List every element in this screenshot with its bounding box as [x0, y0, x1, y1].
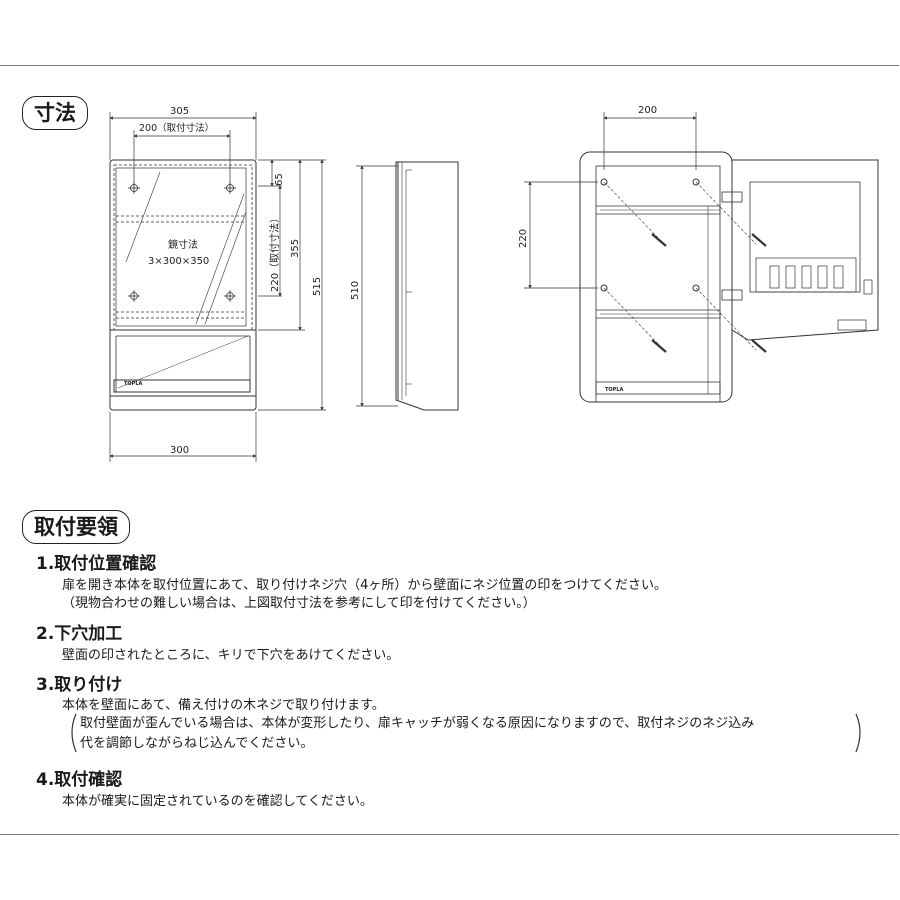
front-view-labels: 305 200（取付寸法） 鏡寸法 3×300×350 TOPLA 65 220…	[124, 106, 323, 456]
step-2-text-line-1: 壁面の印されたところに、キリで下穴をあけてください。	[62, 648, 400, 663]
dim-355-label: 355	[290, 239, 301, 258]
installation-section-title: 取付要領	[22, 510, 130, 544]
step-2-heading: 2.下穴加工	[36, 624, 123, 644]
step-3-note-line-2: 代を調節しながらねじ込んでください。	[80, 736, 314, 751]
step-3-note-line-1: 取付壁面が歪んでいる場合は、本体が変形したり、扉キャッチが弱くなる原因になります…	[80, 716, 755, 731]
dim-220-mount-label: 220（取付寸法）	[268, 213, 281, 292]
dim-305-label: 305	[170, 106, 189, 117]
technical-drawing: 305 200（取付寸法） 鏡寸法 3×300×350 TOPLA 65 220…	[109, 105, 879, 462]
dim-65-label: 65	[274, 173, 285, 186]
front-view	[109, 112, 326, 462]
step-4-text-line-1: 本体が確実に固定されているのを確認してください。	[62, 794, 373, 809]
open-view	[524, 112, 879, 403]
open-dim-200-label: 200	[638, 105, 657, 116]
brand-logo-open: TOPLA	[605, 387, 624, 393]
brand-logo-front: TOPLA	[124, 381, 143, 387]
dim-510-label: 510	[350, 281, 361, 300]
mirror-label: 鏡寸法	[168, 238, 198, 251]
mirror-size-label: 3×300×350	[148, 256, 209, 267]
step-3-text-line-1: 本体を壁面にあて、備え付けの木ネジで取り付けます。	[62, 698, 385, 713]
dim-300-label: 300	[170, 445, 189, 456]
step-3-note-brackets	[71, 713, 861, 753]
open-dim-220-label: 220	[518, 229, 529, 248]
step-3-heading: 3.取り付け	[36, 675, 123, 695]
step-1-text-line-2: （現物合わせの難しい場合は、上図取付寸法を参考にして印を付けてください。）	[62, 596, 536, 611]
dim-200-mount-label: 200（取付寸法）	[139, 122, 214, 134]
dim-515-label: 515	[312, 277, 323, 296]
page-frame	[0, 65, 899, 835]
step-4-heading: 4.取付確認	[36, 770, 123, 790]
side-view	[356, 161, 459, 411]
step-1-text-line-1: 扉を開き本体を取付位置にあて、取り付けネジ穴（4ヶ所）から壁面にネジ位置の印をつ…	[62, 578, 667, 593]
dimensions-section-title: 寸法	[22, 96, 88, 130]
step-1-heading: 1.取付位置確認	[36, 554, 157, 574]
